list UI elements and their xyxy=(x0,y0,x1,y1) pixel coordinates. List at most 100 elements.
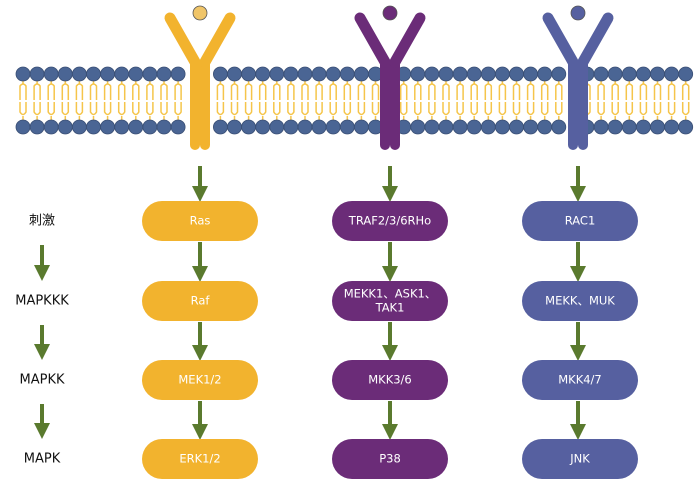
lipid-tail xyxy=(414,83,422,100)
phospholipid-head xyxy=(156,119,172,135)
phospholipid-head xyxy=(311,119,327,135)
lipid-tail xyxy=(526,83,535,100)
phospholipid-head xyxy=(72,119,87,135)
phospholipid-head xyxy=(100,66,115,82)
lipid-tail xyxy=(258,83,267,100)
lipid-tail xyxy=(667,83,676,100)
lipid-tail xyxy=(555,83,563,100)
phospholipid-head xyxy=(537,66,553,82)
lipid-tail xyxy=(498,102,507,116)
lipid-tail xyxy=(681,102,690,116)
phospholipid-head xyxy=(212,66,228,82)
pathway-3-node-4: JNK xyxy=(522,439,638,479)
phospholipid-head xyxy=(593,66,609,82)
lipid-tail xyxy=(117,83,126,100)
lipid-tail xyxy=(484,102,493,116)
lipid-tail xyxy=(33,102,41,116)
arrows xyxy=(34,166,586,440)
lipid-tail xyxy=(428,102,436,116)
pathway-3-node-2: MEKK、MUK xyxy=(522,281,638,321)
phospholipid-head xyxy=(43,66,59,82)
phospholipid-head xyxy=(15,66,31,82)
phospholipid-head xyxy=(466,66,482,82)
pathway-3-node-3: MKK4/7 xyxy=(522,360,638,400)
phospholipid-head xyxy=(607,66,623,82)
node-label: MEKK、MUK xyxy=(545,294,615,308)
lipid-tail xyxy=(484,83,493,100)
ligand-3 xyxy=(570,5,586,21)
phospholipid-head xyxy=(72,66,87,82)
lipid-tail xyxy=(230,102,239,116)
phospholipid-head xyxy=(269,66,285,82)
phospholipid-head xyxy=(297,119,313,135)
phospholipid-head xyxy=(283,119,299,135)
lipid-tail xyxy=(399,102,408,116)
lipid-tail xyxy=(230,83,239,100)
phospholipid-head xyxy=(325,119,341,135)
lipid-tail xyxy=(61,102,70,116)
lipid-tail xyxy=(611,102,619,116)
ligand-1 xyxy=(192,5,208,21)
lipid-tail xyxy=(75,83,84,100)
lipid-tail xyxy=(639,102,648,116)
phospholipid-head xyxy=(636,66,651,82)
row-label-stimulus: 刺激 xyxy=(29,214,55,229)
lipid-tail xyxy=(273,102,281,116)
phospholipid-head xyxy=(29,119,45,135)
lipid-tail xyxy=(47,102,55,116)
phospholipid-head xyxy=(509,119,524,135)
phospholipid-head xyxy=(86,119,101,135)
phospholipid-head xyxy=(494,119,510,135)
phospholipid-head xyxy=(452,66,468,82)
lipid-tail xyxy=(371,83,380,100)
phospholipid-head xyxy=(142,66,158,82)
lipid-tail xyxy=(526,102,535,116)
phospholipid-head xyxy=(86,66,101,82)
lipid-tail xyxy=(244,102,253,116)
lipid-tail xyxy=(174,83,182,100)
node-pill xyxy=(522,201,638,241)
phospholipid-head xyxy=(593,119,609,135)
lipid-tail xyxy=(540,83,549,100)
receptor-1 xyxy=(164,5,236,150)
lipid-tail xyxy=(681,83,690,100)
node-pill xyxy=(522,360,638,400)
lipid-tail xyxy=(244,83,253,100)
phospholipid-head xyxy=(57,66,73,82)
lipid-tail xyxy=(89,83,98,100)
phospholipid-head xyxy=(607,119,623,135)
receptor-3 xyxy=(542,5,614,150)
lipid-tail xyxy=(653,102,662,116)
phospholipid-head xyxy=(664,66,679,82)
phospholipid-head xyxy=(523,66,538,82)
phospholipid-head xyxy=(494,66,510,82)
lipid-tail xyxy=(160,83,168,100)
row-label-mapkk: MAPKK xyxy=(20,373,65,388)
phospholipid-head xyxy=(537,119,553,135)
lipid-tail xyxy=(428,83,436,100)
node-pill xyxy=(332,439,448,479)
node-pill xyxy=(522,281,638,321)
ligand-2 xyxy=(382,5,398,21)
node-label: MKK3/6 xyxy=(368,373,412,387)
row-label-mapkkk: MAPKKK xyxy=(15,294,69,309)
lipid-tail xyxy=(301,83,309,100)
phospholipid-head xyxy=(325,66,341,82)
node-pill xyxy=(522,439,638,479)
lipid-tail xyxy=(442,102,450,116)
pathway-nodes: RasRafMEK1/2ERK1/2TRAF2/3/6RHoMEKK1、ASK1… xyxy=(142,201,638,479)
lipid-tail xyxy=(540,102,549,116)
phospholipid-head xyxy=(311,66,327,82)
phospholipid-head xyxy=(269,119,285,135)
lipid-tail xyxy=(103,83,112,100)
lipid-tail xyxy=(301,102,309,116)
lipid-tail xyxy=(258,102,267,116)
phospholipid-head xyxy=(509,66,524,82)
phospholipid-head xyxy=(678,66,694,82)
lipid-tail xyxy=(216,83,225,100)
pathway-1-node-2: Raf xyxy=(142,281,258,321)
phospholipid-head xyxy=(339,119,355,135)
phospholipid-head xyxy=(410,119,426,135)
phospholipid-head xyxy=(523,119,538,135)
pathway-1-node-3: MEK1/2 xyxy=(142,360,258,400)
